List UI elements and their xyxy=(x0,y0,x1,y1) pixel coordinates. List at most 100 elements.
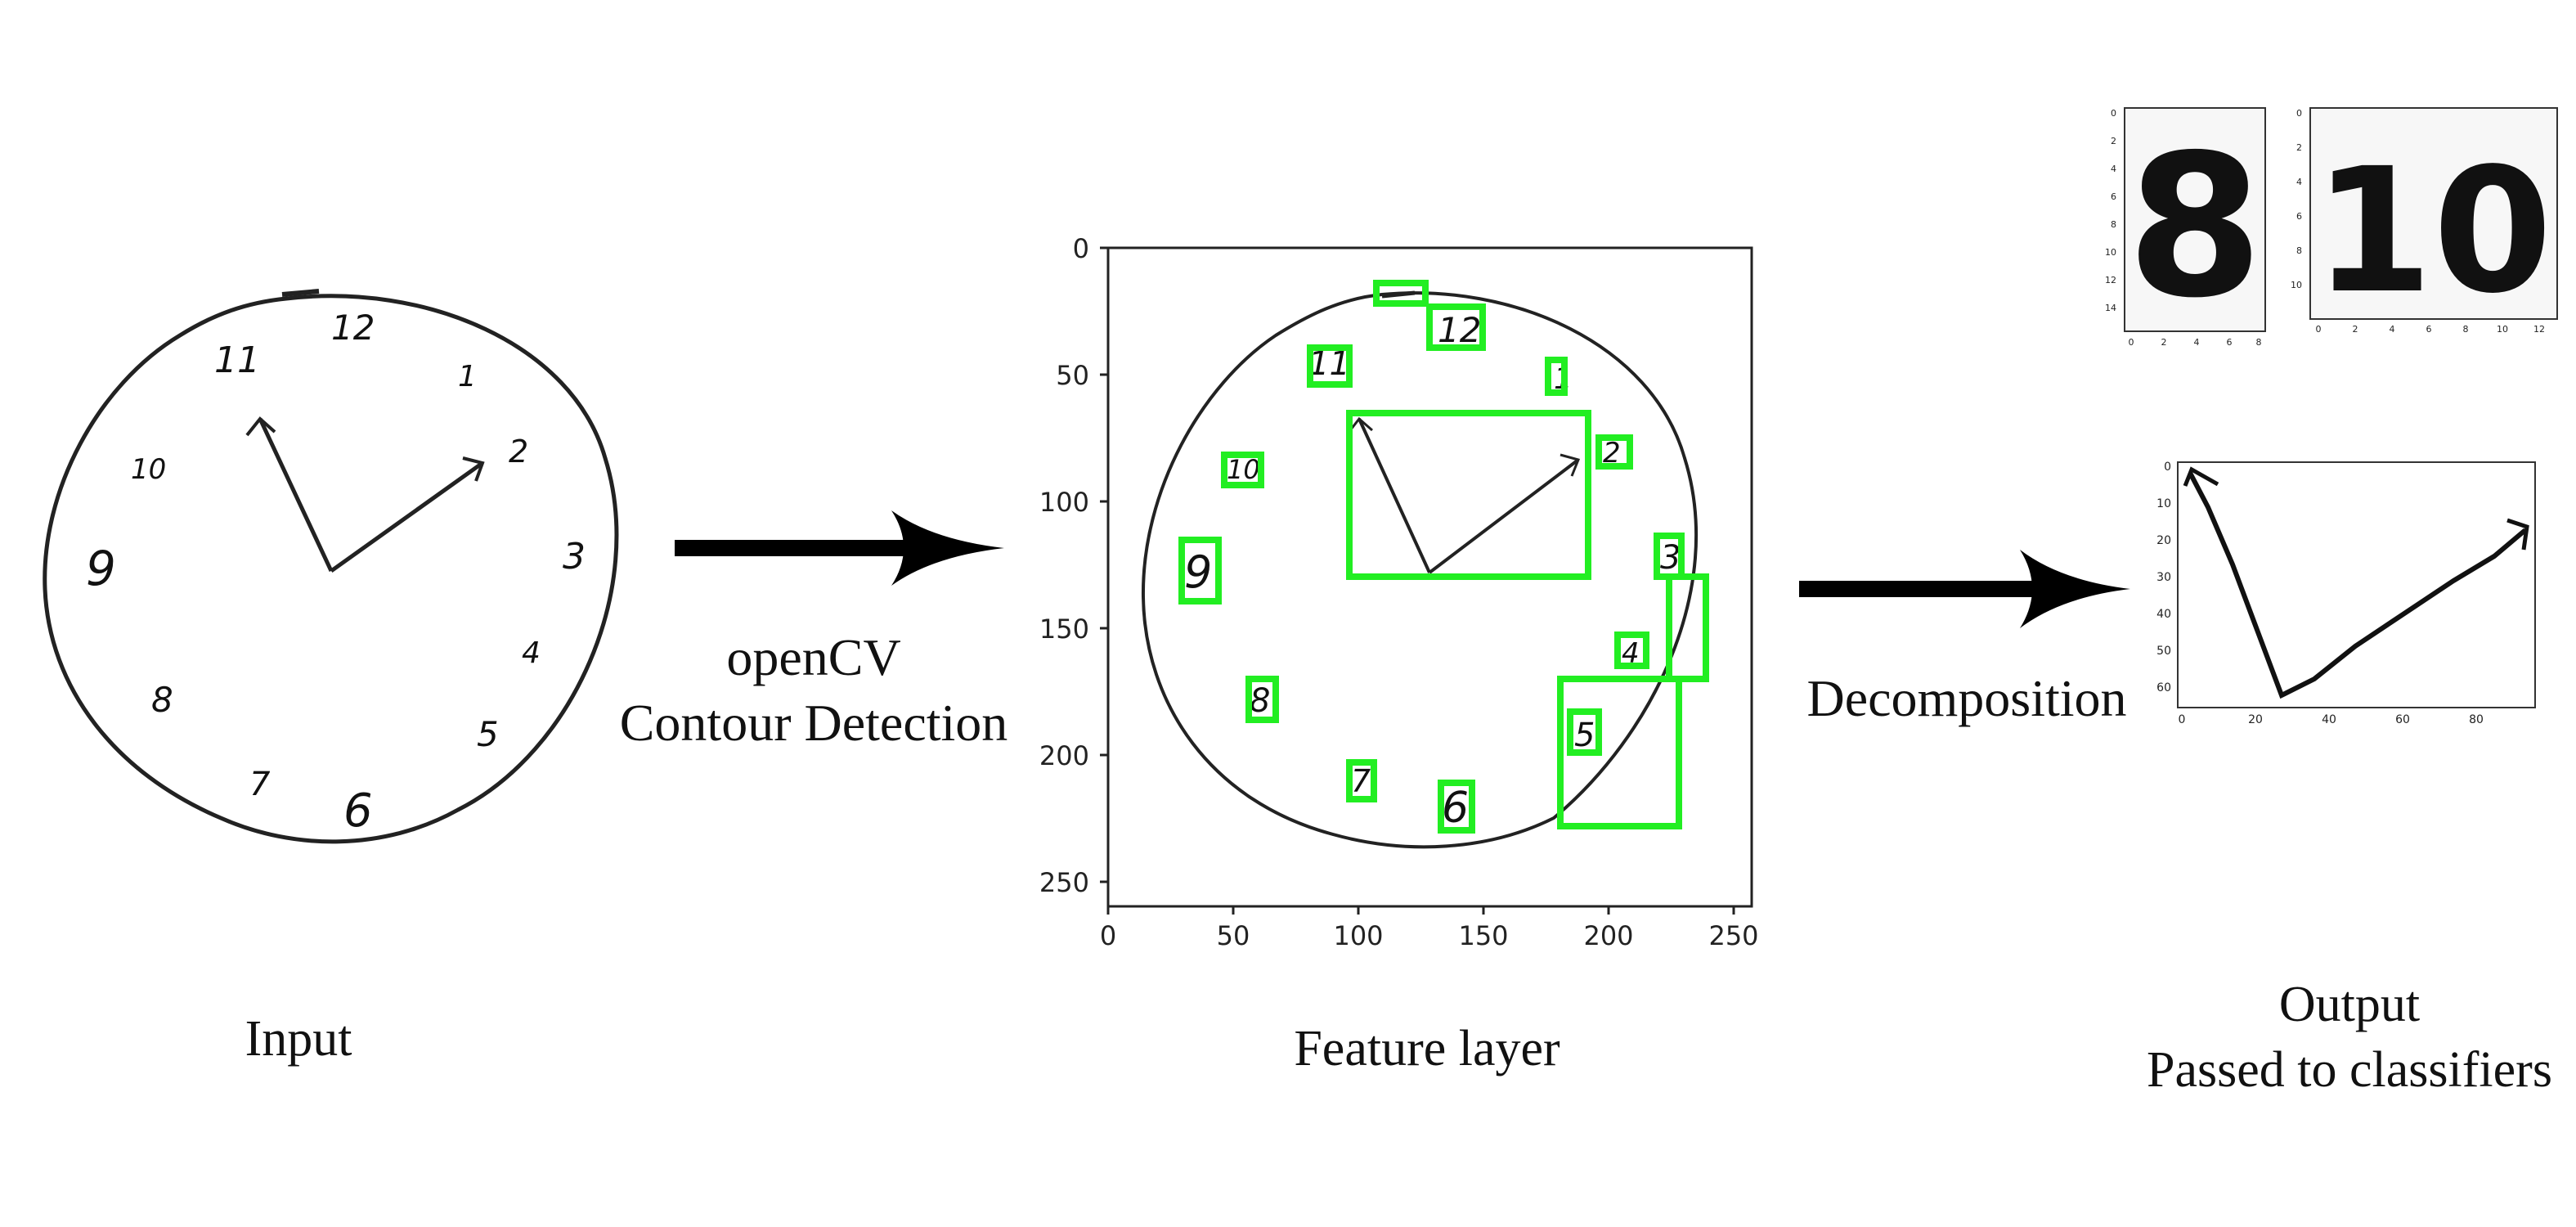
feature-x-axis: 0 50 100 150 200 250 xyxy=(1100,906,1759,951)
contour-box-5-inner xyxy=(1567,708,1602,756)
contour-box-12 xyxy=(1426,303,1486,351)
feature-digit-12: 12 xyxy=(1438,310,1481,350)
feature-digit-11: 11 xyxy=(1308,345,1350,383)
feature-digit-9: 9 xyxy=(1184,546,1212,598)
contour-box-9 xyxy=(1178,537,1222,605)
thumb8-y-tick: 14 xyxy=(2105,303,2116,313)
feature-digit-6: 6 xyxy=(1442,784,1469,833)
feature-caption: Feature layer xyxy=(1294,1021,1560,1076)
thumb-digit-8-glyph: 8 xyxy=(2127,112,2264,341)
contour-box-7 xyxy=(1346,759,1377,802)
feature-y-tick-150: 150 xyxy=(1039,614,1089,645)
hands-x-tick: 0 xyxy=(2179,713,2186,726)
thumb10-y-tick: 6 xyxy=(2296,211,2302,222)
hands-x-tick: 80 xyxy=(2469,713,2484,726)
arrow-head xyxy=(891,510,1004,586)
thumb8-y-tick: 6 xyxy=(2111,191,2116,202)
input-digit-2: 2 xyxy=(509,434,528,470)
input-digit-6: 6 xyxy=(343,784,373,838)
output-digit-8-thumb: 8 0 2 4 6 8 10 12 14 0 2 4 6 8 xyxy=(2105,107,2266,348)
hands-y-tick: 40 xyxy=(2156,608,2171,621)
arrow1-label-line1: openCV xyxy=(726,628,900,686)
input-clock-minute-hand xyxy=(330,461,484,573)
thumb-hand-arrowhead xyxy=(2183,466,2219,487)
arrow-head xyxy=(2020,550,2130,628)
feature-clock-face xyxy=(1141,291,1698,849)
arrow1-label-line2: Contour Detection xyxy=(620,694,1008,752)
arrow-shaft xyxy=(1799,581,2044,597)
feature-y-axis: 0 50 100 150 200 250 xyxy=(1039,233,1108,898)
feature-digit-10: 10 xyxy=(1227,454,1260,485)
feature-y-tick-50: 50 xyxy=(1056,360,1089,391)
input-clock-hand-arrowhead xyxy=(462,456,485,482)
thumb8-x-tick: 4 xyxy=(2194,337,2200,348)
hands-y-tick: 20 xyxy=(2156,534,2171,547)
thumb8-x-tick: 6 xyxy=(2227,337,2233,348)
feature-x-tick-150: 150 xyxy=(1458,920,1508,951)
contour-box-8 xyxy=(1245,676,1279,723)
thumb10-y-tick: 2 xyxy=(2296,142,2302,153)
thumb-frame xyxy=(2124,107,2266,332)
thumb10-y-tick: 10 xyxy=(2291,280,2302,290)
thumb-frame xyxy=(2177,461,2536,708)
input-digit-1: 1 xyxy=(458,360,477,393)
output-caption-line1: Output xyxy=(2279,977,2420,1032)
contour-boxes xyxy=(1178,280,1709,834)
input-digit-12: 12 xyxy=(331,308,375,348)
input-digit-9: 9 xyxy=(86,541,116,596)
arrow-contour-detection xyxy=(675,510,1004,586)
feature-clock-mark xyxy=(1381,290,1416,299)
feature-x-tick-250: 250 xyxy=(1708,920,1758,951)
feature-digit-7: 7 xyxy=(1351,763,1371,799)
feature-x-tick-50: 50 xyxy=(1217,920,1250,951)
thumb10-x-tick: 6 xyxy=(2426,324,2432,335)
feature-digit-4: 4 xyxy=(1622,637,1640,670)
thumb-frame xyxy=(2309,107,2558,320)
thumb8-y-tick: 10 xyxy=(2105,247,2116,258)
input-clock-hour-hand xyxy=(258,417,334,573)
thumb10-x-tick: 2 xyxy=(2353,324,2358,335)
feature-x-tick-100: 100 xyxy=(1333,920,1383,951)
feature-hand-arrowhead xyxy=(1560,453,1581,477)
input-digit-3: 3 xyxy=(563,536,586,578)
input-clock-mark xyxy=(281,289,320,297)
thumb-hand-arrowhead xyxy=(2506,518,2529,551)
feature-layer-plot: 0 50 100 150 200 250 0 50 100 150 200 25… xyxy=(1039,233,1759,951)
feature-y-tick-250: 250 xyxy=(1039,867,1089,898)
input-digit-4: 4 xyxy=(522,636,541,670)
contour-box-4 xyxy=(1614,631,1649,669)
thumb10-y-tick: 4 xyxy=(2296,177,2302,187)
thumb8-x-tick: 8 xyxy=(2256,337,2262,348)
input-clock-face xyxy=(43,294,619,844)
feature-clock-minute-hand xyxy=(1428,458,1580,574)
arrow-shaft xyxy=(675,540,920,556)
feature-digit-5: 5 xyxy=(1574,717,1595,754)
thumb10-x-tick: 4 xyxy=(2390,324,2395,335)
output-hands-thumb: 0 10 20 30 40 50 60 0 20 40 60 80 xyxy=(2156,461,2536,726)
contour-box-1 xyxy=(1545,357,1568,396)
contour-box-11 xyxy=(1307,344,1353,388)
input-digit-5: 5 xyxy=(477,714,499,754)
hands-x-tick: 40 xyxy=(2322,713,2336,726)
arrow2-label: Decomposition xyxy=(1806,669,2126,727)
thumb8-x-tick: 0 xyxy=(2129,337,2134,348)
hands-y-tick: 0 xyxy=(2164,461,2171,474)
thumb10-x-tick: 10 xyxy=(2497,324,2508,335)
contour-box-6 xyxy=(1438,780,1475,834)
thumb-digit-10-glyph: 10 xyxy=(2313,131,2552,331)
feature-y-tick-100: 100 xyxy=(1039,487,1089,518)
thumb10-y-tick: 8 xyxy=(2296,245,2302,256)
output-caption-line2: Passed to classifiers xyxy=(2147,1042,2552,1098)
hands-y-tick: 50 xyxy=(2156,645,2171,658)
thumb8-y-tick: 2 xyxy=(2111,136,2116,146)
thumb8-y-tick: 12 xyxy=(2105,275,2116,285)
hands-y-tick: 30 xyxy=(2156,571,2171,584)
feature-clock-hour-hand xyxy=(1358,418,1431,573)
feature-x-tick-0: 0 xyxy=(1100,920,1116,951)
contour-box-mark xyxy=(1373,280,1429,307)
input-digit-10: 10 xyxy=(131,453,166,486)
hands-y-tick: 10 xyxy=(2156,497,2171,510)
input-digit-7: 7 xyxy=(249,766,271,803)
contour-box-large-right xyxy=(1666,573,1709,682)
